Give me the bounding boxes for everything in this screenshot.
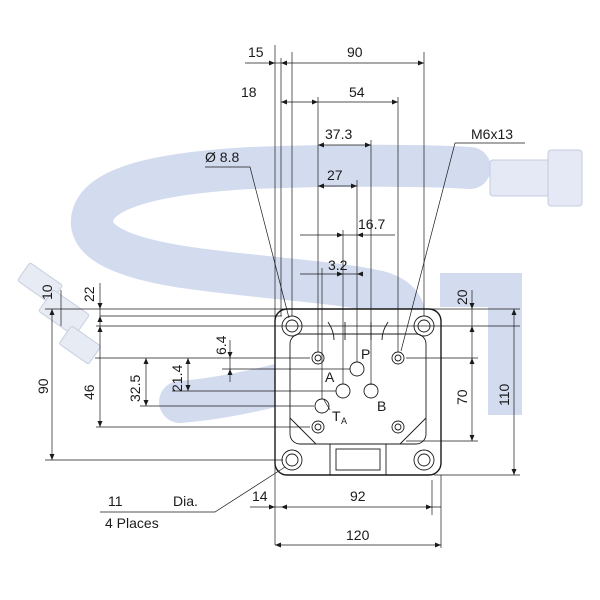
dimension-texts: 15 90 18 54 37.3 27 16.7 3.2 10 22 90 46…	[35, 44, 512, 543]
port-t-label: T	[332, 408, 341, 424]
label-diameter-8-8: Ø 8.8	[205, 149, 239, 165]
dim-15: 15	[248, 44, 264, 60]
corner-hole-bottom-right	[413, 449, 435, 471]
dim-10: 10	[39, 284, 55, 300]
watermark-fitting-right	[489, 149, 583, 207]
dim-110: 110	[496, 383, 512, 406]
label-m6x13: M6x13	[471, 126, 513, 142]
dim-22: 22	[81, 286, 97, 302]
watermark-fitting-left	[17, 262, 101, 365]
bottom-tab-inner	[335, 448, 381, 471]
right-dimension-lines	[469, 290, 517, 475]
dim-6-4: 6.4	[213, 335, 229, 355]
port-t-subscript: A	[341, 416, 347, 426]
dim-14: 14	[252, 488, 268, 504]
dim-27: 27	[327, 167, 343, 183]
dim-37-3: 37.3	[325, 126, 352, 142]
threaded-holes	[311, 351, 405, 434]
bottom-tab	[329, 443, 387, 476]
inner-chamfer-right	[399, 417, 427, 445]
threaded-hole-bottom-left	[311, 420, 325, 434]
port-b-label: B	[377, 398, 386, 414]
port-p-label: P	[361, 346, 370, 362]
watermark-t-shape	[440, 273, 522, 415]
dim-20: 20	[454, 289, 470, 305]
dim-3-2: 3.2	[328, 257, 348, 273]
inner-chamfer-left	[289, 417, 317, 445]
dim-90-top: 90	[347, 44, 363, 60]
extension-lines-vertical	[274, 45, 442, 548]
leader-lines	[100, 142, 525, 513]
dim-54: 54	[349, 84, 365, 100]
valve-body	[274, 308, 442, 476]
threaded-hole-bottom-right	[391, 420, 405, 434]
dim-90-left: 90	[35, 378, 51, 394]
dim-16-7: 16.7	[358, 216, 385, 232]
dim-120: 120	[346, 527, 370, 543]
dim-18: 18	[241, 84, 257, 100]
top-dimension-lines	[245, 60, 424, 277]
dim-21-4: 21.4	[169, 365, 185, 392]
left-dimension-lines	[49, 283, 233, 460]
dim-70: 70	[454, 389, 470, 405]
top-notch-right	[381, 321, 389, 341]
label-hole-size: 11	[108, 493, 123, 509]
port-a-label: A	[325, 369, 335, 385]
extension-lines-horizontal	[45, 308, 520, 476]
label-hole-count: 4 Places	[105, 515, 159, 531]
bottom-dimension-lines	[250, 504, 441, 548]
label-hole-dia: Dia.	[173, 493, 198, 509]
dim-46: 46	[81, 384, 97, 400]
dim-92: 92	[350, 488, 366, 504]
top-notch-left	[327, 321, 335, 341]
callout-labels: Ø 8.8 M6x13 11 Dia. 4 Places	[105, 126, 513, 531]
dim-32-5: 32.5	[127, 375, 143, 402]
